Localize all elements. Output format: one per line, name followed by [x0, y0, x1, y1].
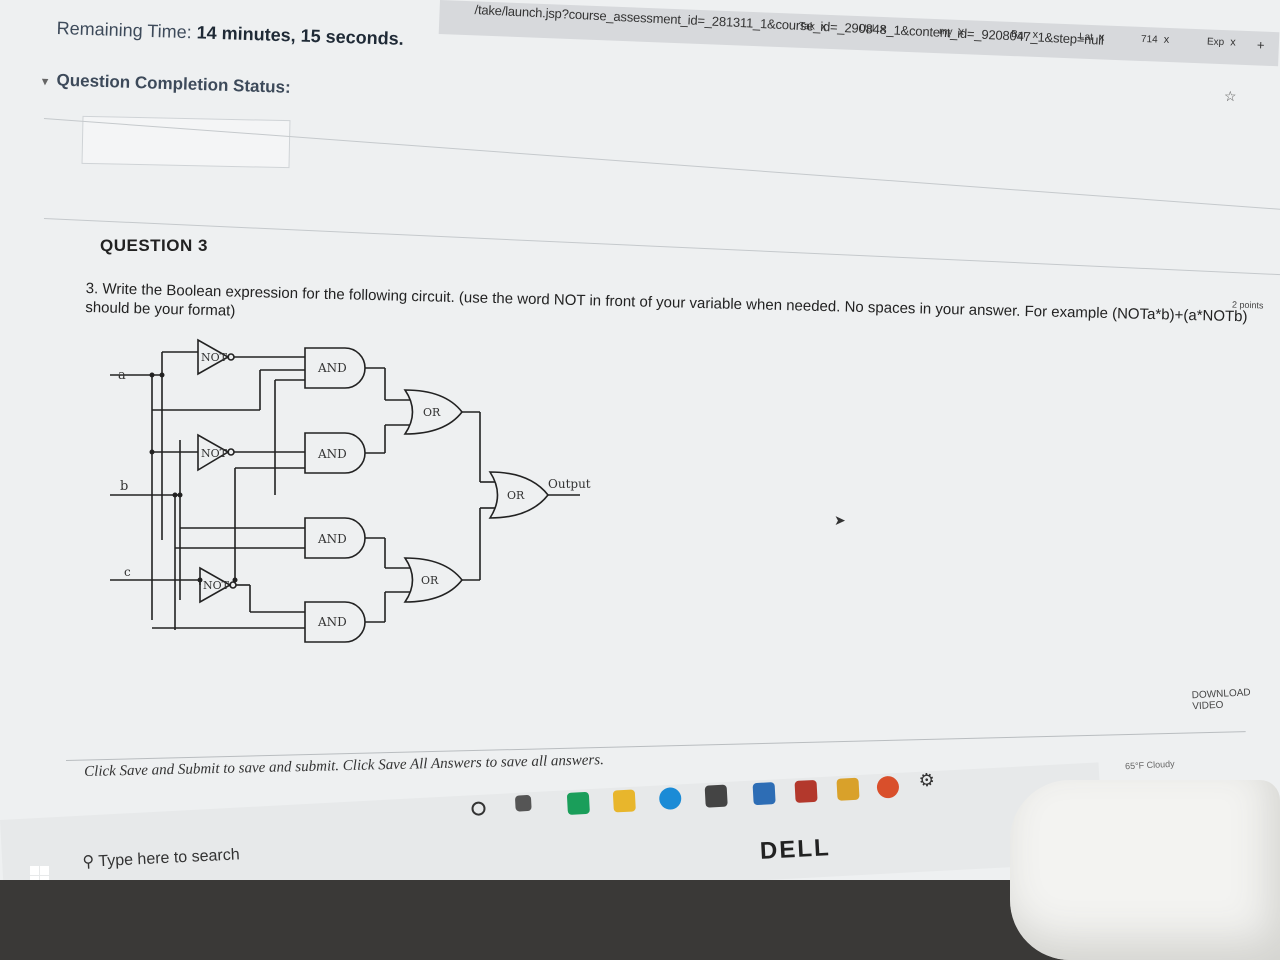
and-gate-label: AND: [317, 532, 347, 546]
not-gate-label: NOT: [201, 351, 228, 364]
and-gate-label: AND: [317, 615, 347, 629]
input-c-label: c: [124, 565, 131, 579]
towel-object: [1010, 780, 1280, 960]
edge-icon[interactable]: [658, 786, 682, 811]
divider: [43, 218, 1280, 276]
completion-status-label: Question Completion Status:: [56, 70, 292, 97]
remaining-time-value: 14 minutes, 15 seconds.: [196, 22, 405, 49]
output-label: Output: [548, 477, 591, 491]
settings-gear-icon[interactable]: ⚙: [918, 769, 936, 791]
task-view-icon[interactable]: [514, 794, 532, 812]
and-gate-label: AND: [317, 447, 347, 461]
dell-logo: DELL: [759, 834, 832, 865]
remaining-time-label: Remaining Time:: [56, 18, 192, 43]
chevron-down-icon: ▼: [39, 75, 51, 89]
question-title: QUESTION 3: [100, 236, 208, 255]
and-gate-label: AND: [317, 361, 347, 375]
weather-widget[interactable]: 65°F Cloudy: [1124, 758, 1175, 772]
download-video-button[interactable]: DOWNLOAD VIDEO: [1191, 687, 1251, 713]
bookmark-star-icon[interactable]: ☆: [1224, 88, 1237, 104]
netflix-icon[interactable]: [794, 779, 818, 803]
logic-circuit-diagram: a b c NOT NOT NOT AND AND AND AND OR OR …: [110, 338, 591, 643]
store-icon[interactable]: [704, 784, 728, 808]
search-icon: ⚲: [82, 853, 95, 871]
file-explorer-icon[interactable]: [612, 789, 636, 813]
chrome-icon[interactable]: [566, 791, 590, 815]
not-gate-label: NOT: [201, 447, 228, 460]
completion-status-toggle[interactable]: ▼ Question Completion Status:: [39, 70, 291, 98]
not-gate-label: NOT: [203, 579, 230, 592]
or-gate-label: OR: [423, 406, 441, 419]
assessment-page: Remaining Time: 14 minutes, 15 seconds. …: [39, 18, 1280, 780]
mouse-cursor-icon: ➤: [834, 512, 846, 528]
app-icon[interactable]: [836, 777, 860, 801]
or-gate-label: OR: [507, 489, 525, 502]
mail-icon[interactable]: [752, 782, 776, 806]
footer-divider: [66, 731, 1246, 761]
input-b-label: b: [120, 479, 128, 494]
or-gate-label: OR: [421, 574, 439, 587]
cortana-icon[interactable]: [471, 801, 486, 816]
remaining-time: Remaining Time: 14 minutes, 15 seconds.: [56, 18, 404, 50]
app-icon[interactable]: [876, 775, 900, 799]
input-a-label: a: [118, 368, 126, 383]
